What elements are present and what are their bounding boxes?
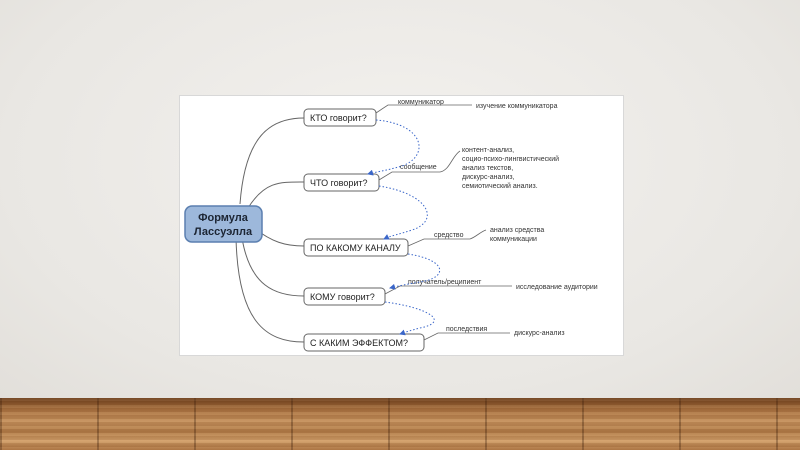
- tag-1: коммуникатор: [398, 99, 444, 106]
- note-3-line-1: анализ средства: [490, 227, 544, 234]
- branch-line-5: [235, 237, 305, 343]
- note-2-line-2: социо-психо-лингвистический: [462, 155, 559, 163]
- node-kto: [303, 108, 377, 127]
- connector-3: [407, 229, 487, 247]
- root-label-line-2: Лассуэлла: [194, 226, 253, 238]
- note-2-line-3: анализ текстов,: [462, 165, 513, 172]
- node-komu: [303, 287, 386, 306]
- node-effekt-label: С КАКИМ ЭФФЕКТОМ?: [310, 338, 408, 348]
- node-chto: [303, 173, 380, 192]
- branch-line-2: [247, 181, 305, 209]
- note-2-line-4: дискурс-анализ,: [462, 174, 515, 181]
- tag-5: последствия: [446, 326, 487, 333]
- note-4: исследование аудитории: [516, 284, 598, 291]
- root-label-line-1: Формула: [198, 212, 249, 224]
- node-effekt: [303, 333, 425, 352]
- note-5: дискурс-анализ: [514, 330, 565, 337]
- branch-line-1: [239, 117, 305, 205]
- note-2-line-5: семиотический анализ.: [462, 182, 538, 190]
- wooden-floor: [0, 398, 800, 450]
- connector-5: [423, 332, 510, 341]
- node-kanal-label: ПО КАКОМУ КАНАЛУ: [310, 243, 401, 253]
- note-3-line-2: коммуникации: [490, 236, 537, 243]
- flow-arrow-2: [378, 185, 428, 240]
- flow-arrow-4: [384, 301, 435, 336]
- tag-4: получатель/реципиент: [408, 279, 482, 286]
- node-kanal: [303, 238, 409, 257]
- node-komu-label: КОМУ говорит?: [310, 292, 375, 302]
- tag-3: средство: [434, 232, 464, 239]
- connector-2: [378, 150, 461, 181]
- tag-2: сообщение: [400, 163, 437, 171]
- note-2-line-1: контент-анализ,: [462, 147, 514, 154]
- connector-1: [375, 104, 472, 114]
- branch-line-4: [241, 237, 305, 297]
- node-kto-label: КТО говорит?: [310, 113, 367, 123]
- root-node: [184, 205, 263, 243]
- connector-4: [384, 285, 512, 295]
- note-1: изучение коммуникатора: [476, 103, 558, 110]
- slide-image: Формула Лассуэлла КТО говорит? коммуника…: [179, 95, 624, 356]
- node-chto-label: ЧТО говорит?: [310, 178, 368, 188]
- mind-map: Формула Лассуэлла КТО говорит? коммуника…: [184, 99, 598, 352]
- flow-arrow-3: [389, 253, 440, 290]
